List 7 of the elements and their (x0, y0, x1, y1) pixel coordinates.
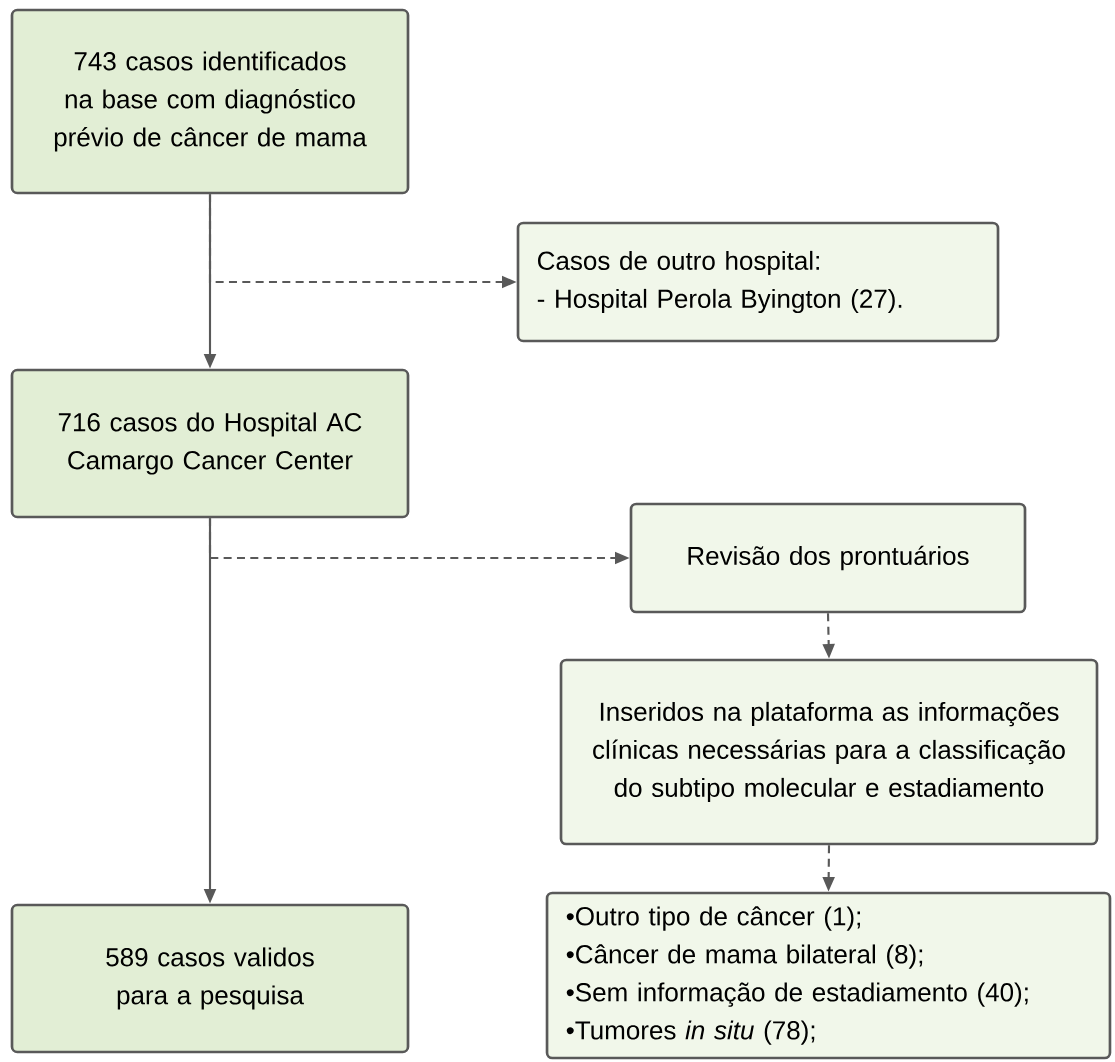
process-box: 716 casos do Hospital AC Camargo Cancer Center (10, 368, 410, 519)
process-box: Casos de outro hospital: - Hospital Perola Byington (27). (516, 221, 1000, 343)
process-box: Revisão dos prontuários (629, 502, 1027, 614)
process-box: Inseridos na plataforma as informações clínicas necessárias para a classificação do subtipo molecular e estadiamento (559, 658, 1099, 846)
process-box: 589 casos validos para a pesquisa (10, 903, 410, 1054)
process-box: 743 casos identificados na base com diagnóstico prévio de câncer de mama (10, 8, 410, 195)
process-box: •Outro tipo de câncer (1); •Câncer de mama bilateral (8); •Sem informação de estadiamento (40); •Tumores in situ (78); (545, 891, 1112, 1060)
